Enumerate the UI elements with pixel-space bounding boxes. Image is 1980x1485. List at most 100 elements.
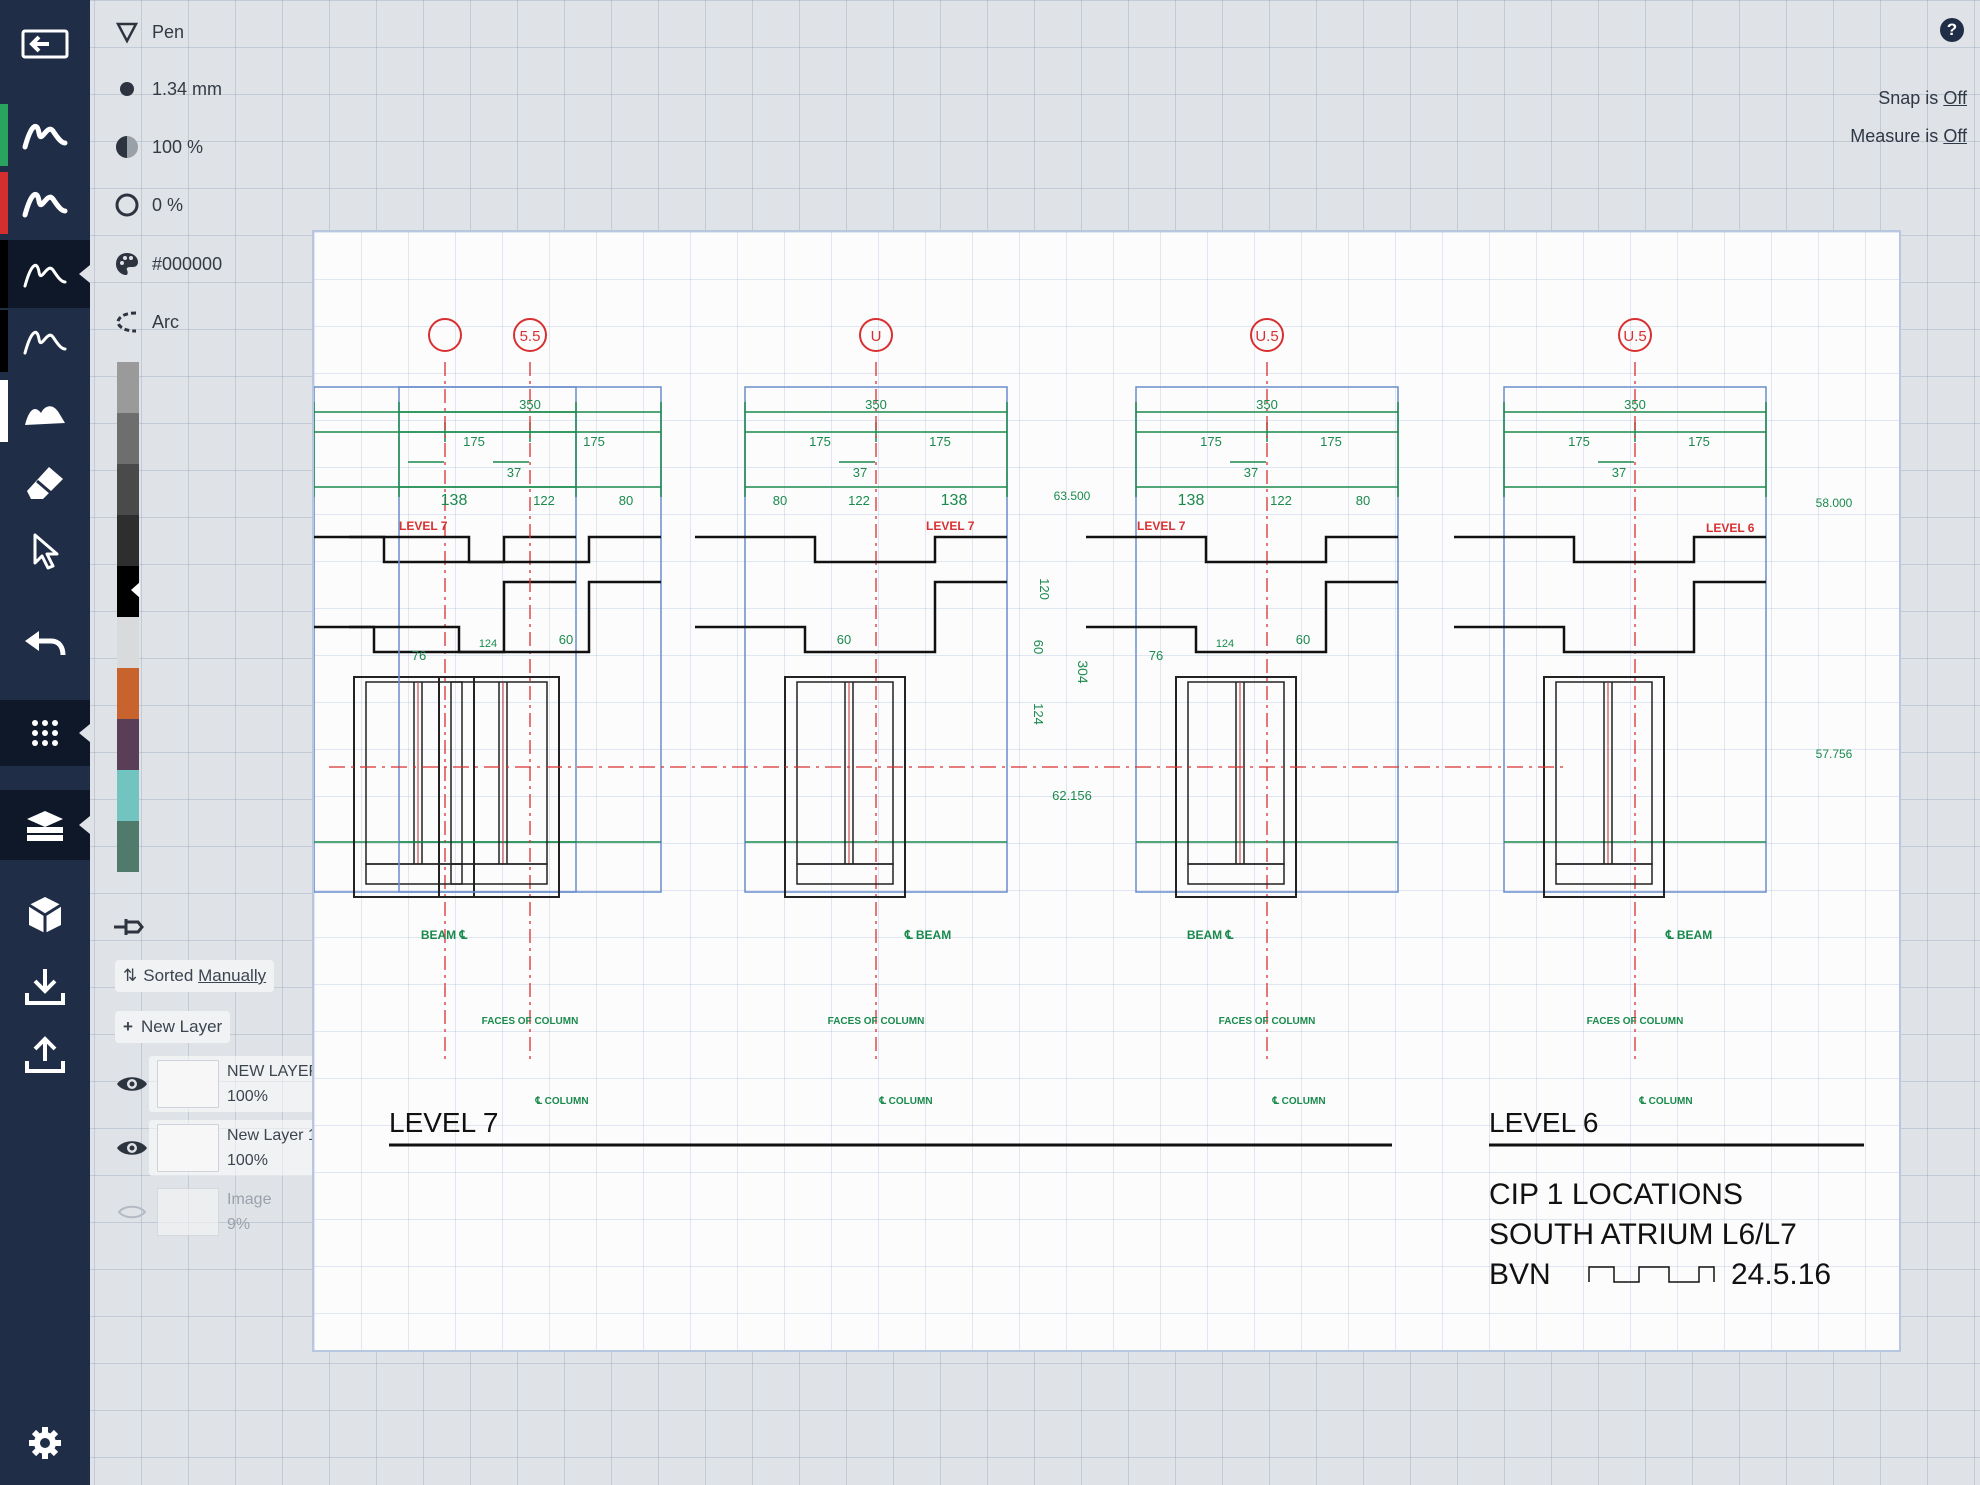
snap-toggle[interactable]: Snap is Off — [1878, 88, 1967, 109]
back-button[interactable] — [0, 12, 90, 74]
grid-button[interactable] — [0, 700, 90, 766]
swatch[interactable] — [117, 770, 139, 821]
help-button[interactable]: ? — [1940, 18, 1964, 42]
column-note: ℄ COLUMN — [534, 1096, 588, 1107]
pen-black-button[interactable] — [0, 310, 90, 372]
swatch[interactable] — [117, 515, 139, 566]
opacity-row[interactable]: 100 % — [112, 130, 203, 164]
select-button[interactable] — [0, 520, 90, 582]
smoothing-value: 0 % — [152, 194, 184, 215]
grid-tag: U.5 — [1255, 328, 1278, 345]
sort-button[interactable]: ⇅ Sorted Manually — [115, 960, 275, 992]
dimension: 80 — [1356, 493, 1370, 508]
swatch[interactable] — [117, 617, 139, 668]
dimension: 124 — [1031, 703, 1046, 725]
swatch[interactable] — [117, 362, 139, 413]
new-layer-label: New Layer — [140, 1017, 223, 1036]
undo-button[interactable] — [0, 612, 90, 674]
eye-icon[interactable] — [115, 1137, 149, 1159]
swatch[interactable] — [117, 464, 139, 515]
size-value: 1.34 mm — [152, 78, 223, 99]
export-button[interactable] — [0, 1024, 90, 1086]
drawing-svg: 5.5 U U.5 U.5 350 175 175 37 138 122 80 … — [314, 317, 1864, 1291]
swatch[interactable] — [117, 668, 139, 719]
color-stripe-black — [0, 240, 8, 308]
marker-white-button[interactable] — [0, 380, 90, 442]
color-stripe-red — [0, 172, 8, 234]
half-circle-icon — [116, 136, 138, 158]
color-hex: #000000 — [152, 253, 223, 274]
color-row[interactable]: #000000 — [112, 247, 222, 281]
elevation: 63.500 — [1054, 489, 1091, 503]
dimension: 175 — [929, 434, 951, 449]
layers-button[interactable] — [0, 790, 90, 860]
dimension: 350 — [1624, 397, 1646, 412]
shapes-button[interactable] — [0, 884, 90, 946]
cube-icon — [28, 897, 62, 933]
left-toolbar — [0, 0, 90, 1485]
dimension: 138 — [1178, 492, 1205, 509]
dimension: 138 — [441, 492, 468, 509]
sort-icon: ⇅ — [123, 966, 138, 985]
measure-value[interactable]: Off — [1943, 126, 1967, 146]
pen-icon — [22, 191, 68, 218]
dimension: 60 — [837, 632, 851, 647]
drawing-canvas[interactable]: 5.5 U U.5 U.5 350 175 175 37 138 122 80 … — [312, 230, 1901, 1352]
dimension: 175 — [809, 434, 831, 449]
layer-opacity: 9% — [227, 1216, 251, 1233]
tool-name-row[interactable]: Pen — [112, 15, 184, 49]
size-row[interactable]: 1.34 mm — [112, 72, 222, 106]
smoothing-row[interactable]: 0 % — [112, 188, 183, 222]
pen-black-active-button[interactable] — [0, 240, 90, 308]
snap-value[interactable]: Off — [1943, 88, 1967, 108]
shape-mode-row[interactable]: Arc — [112, 305, 179, 339]
eye-hidden-icon[interactable] — [115, 1201, 149, 1223]
dimension: 122 — [1270, 493, 1292, 508]
import-button[interactable] — [0, 956, 90, 1018]
beam-note: ℄ BEAM — [904, 928, 951, 942]
eraser-button[interactable] — [0, 450, 90, 512]
pen-green-button[interactable] — [0, 104, 90, 166]
faces-note: FACES OF COLUMN — [1219, 1016, 1316, 1027]
beam-note: BEAM ℄ — [1187, 928, 1234, 942]
measure-label: Measure is — [1850, 126, 1939, 146]
faces-note: FACES OF COLUMN — [482, 1016, 579, 1027]
sort-label: Sorted — [143, 966, 194, 985]
elevation: 58.000 — [1816, 496, 1853, 510]
pointer-icon — [33, 533, 59, 570]
dimension: 60 — [1031, 640, 1046, 654]
pin-icon[interactable] — [112, 914, 146, 940]
pen-icon — [23, 263, 67, 288]
dot-icon — [120, 82, 134, 96]
dimension: 76 — [412, 648, 426, 663]
back-icon — [21, 29, 69, 59]
new-layer-button[interactable]: + New Layer — [115, 1011, 231, 1043]
upload-icon — [25, 1036, 65, 1073]
swatch[interactable] — [117, 821, 139, 872]
pen-red-button[interactable] — [0, 172, 90, 234]
color-stripe-black — [0, 310, 8, 372]
dimension: 80 — [773, 493, 787, 508]
elevation: 62.156 — [1052, 788, 1092, 803]
swatch-selected[interactable] — [117, 566, 140, 617]
swatch[interactable] — [117, 413, 139, 464]
dimension: 122 — [533, 493, 555, 508]
swatch[interactable] — [117, 719, 139, 770]
tool-name: Pen — [152, 21, 185, 42]
layer-thumbnail — [157, 1060, 219, 1108]
eye-icon[interactable] — [115, 1073, 149, 1095]
settings-button[interactable] — [0, 1412, 90, 1474]
level-tag: LEVEL 7 — [399, 519, 448, 533]
beam-note: BEAM ℄ — [421, 928, 468, 942]
dimension: 76 — [1149, 648, 1163, 663]
column-note: ℄ COLUMN — [1638, 1096, 1692, 1107]
elevation: 57.756 — [1816, 747, 1853, 761]
measure-toggle[interactable]: Measure is Off — [1850, 126, 1967, 147]
grid-tag: U — [871, 328, 882, 345]
title-block-line: CIP 1 LOCATIONS — [1489, 1178, 1743, 1211]
plus-icon: + — [123, 1017, 133, 1036]
dimension: 124 — [1216, 638, 1234, 650]
